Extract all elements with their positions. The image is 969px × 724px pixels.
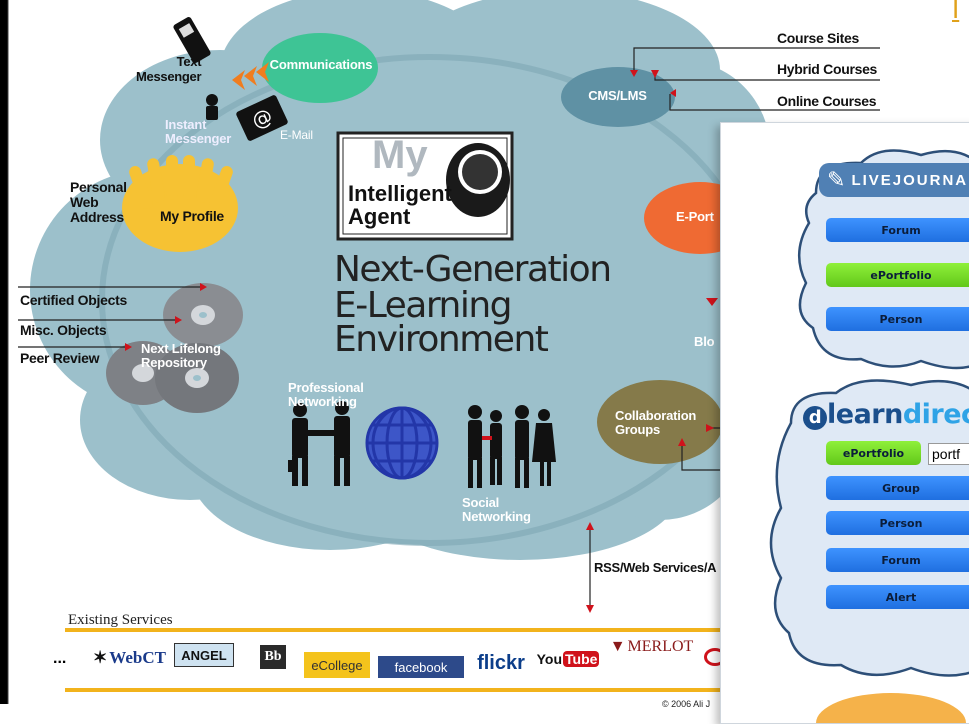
- livejournal-logo: ✎ LIVEJOURNA: [819, 163, 969, 197]
- social-people-icon: [468, 405, 556, 488]
- hybrid-courses-label: Hybrid Courses: [777, 61, 878, 77]
- eport-label: E-Port: [676, 209, 714, 224]
- email-label: E-Mail: [280, 128, 313, 142]
- professional-networking-label: Professional Networking: [288, 380, 364, 409]
- top-left-bar: [0, 0, 8, 704]
- blog-label: Blo: [694, 334, 715, 349]
- main-title-line3: Environment: [334, 319, 549, 360]
- lj-eportfolio-button[interactable]: ePortfolio: [826, 263, 969, 287]
- ld-alert-button[interactable]: Alert: [826, 585, 969, 609]
- angel-logo[interactable]: ANGEL: [174, 643, 234, 667]
- existing-services-heading: Existing Services: [68, 612, 173, 628]
- webct-logo[interactable]: ✶WebCT: [93, 648, 166, 667]
- merlot-mark-icon: ▼: [609, 638, 626, 655]
- ld-person-button[interactable]: Person: [826, 511, 969, 535]
- webct-mark-icon: ✶: [93, 648, 108, 667]
- pencil-icon: ✎: [827, 167, 846, 192]
- left-connectors: [18, 286, 200, 348]
- partial-logo-icon: [704, 648, 726, 666]
- blackboard-logo[interactable]: Bb: [260, 645, 286, 669]
- main-title-line1: Next-Generation: [334, 249, 612, 290]
- agent-agent: Agent: [348, 204, 411, 229]
- text-messenger-label: Text Messenger: [136, 54, 202, 84]
- cms-lms-bubble: [561, 67, 675, 127]
- peer-review-label: Peer Review: [20, 350, 100, 366]
- intelligent-agent-box: [336, 131, 514, 241]
- ld-forum-button[interactable]: Forum: [826, 548, 969, 572]
- agent-intelligent: Intelligent: [348, 181, 452, 206]
- ecollege-logo[interactable]: eCollege: [304, 652, 370, 678]
- flickr-logo[interactable]: flickr: [477, 651, 525, 674]
- online-courses-label: Online Courses: [777, 93, 877, 109]
- lj-forum-button[interactable]: Forum: [826, 218, 969, 242]
- facebook-logo[interactable]: facebook: [378, 656, 464, 678]
- ld-portfolio-field[interactable]: portf: [928, 443, 969, 465]
- agent-my: My: [372, 133, 428, 177]
- misc-objects-label: Misc. Objects: [20, 322, 107, 338]
- professional-people-icon: [288, 401, 350, 486]
- communications-bubble: [262, 33, 378, 103]
- social-networking-label: Social Networking: [462, 495, 531, 524]
- top-right-link[interactable]: I: [952, 0, 960, 24]
- ellipsis-label: ...: [53, 650, 67, 667]
- certified-objects-label: Certified Objects: [20, 292, 127, 308]
- collaboration-bubble: [597, 380, 723, 464]
- personal-web-address-label: Personal Web Address: [70, 179, 127, 225]
- communications-label: Communications: [269, 57, 373, 72]
- learndirect-mark-icon: d: [803, 406, 827, 430]
- repository-label: Next Lifelong Repository: [141, 341, 221, 370]
- orange-arrows-icon: [232, 62, 269, 90]
- collaboration-groups-label: Collaboration Groups: [615, 408, 697, 437]
- copyright-label: © 2006 Ali J: [662, 699, 711, 709]
- cms-lms-label: CMS/LMS: [588, 88, 647, 103]
- main-title-line2: E-Learning: [334, 285, 513, 326]
- merlot-logo[interactable]: ▼MERLOT: [609, 638, 694, 655]
- course-sites-label: Course Sites: [777, 30, 859, 46]
- learndirect-logo: dlearndirec: [803, 399, 969, 430]
- ld-eportfolio-button[interactable]: ePortfolio: [826, 441, 921, 465]
- phone-icon: [173, 17, 211, 63]
- my-profile-label: My Profile: [160, 208, 224, 224]
- ld-group-button[interactable]: Group: [826, 476, 969, 500]
- instant-messenger-label: Instant Messenger: [165, 117, 232, 146]
- repository-discs-icon: [106, 283, 243, 413]
- instant-messenger-icon: [206, 94, 218, 120]
- rss-label: RSS/Web Services/A: [594, 560, 717, 575]
- email-icon: @: [236, 95, 288, 141]
- globe-icon: [365, 406, 439, 480]
- my-profile-hands: [122, 155, 238, 252]
- rss-arrow: [586, 522, 594, 613]
- lj-person-button[interactable]: Person: [826, 307, 969, 331]
